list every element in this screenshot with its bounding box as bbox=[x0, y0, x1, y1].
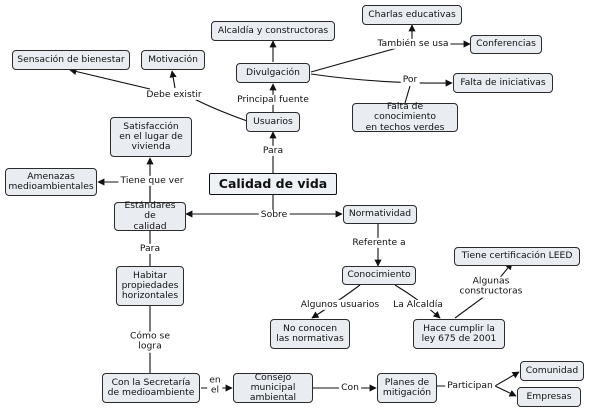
node-normatividad: Normatividad bbox=[343, 205, 417, 224]
link-label-como-se-logra: Cómo se logra bbox=[128, 330, 172, 353]
link-label-por: Por bbox=[400, 73, 420, 86]
node-calidad-de-vida: Calidad de vida bbox=[209, 173, 337, 195]
link-label-principal-fuente: Principal fuente bbox=[235, 93, 311, 106]
node-estandares-de-calidad: Estándares de calidad bbox=[114, 200, 186, 231]
node-no-conocen-normativas: No conocen las normativas bbox=[270, 319, 350, 349]
node-comunidad: Comunidad bbox=[520, 361, 584, 381]
node-conferencias: Conferencias bbox=[470, 35, 542, 54]
node-sensacion-de-bienestar: Sensación de bienestar bbox=[12, 50, 130, 70]
node-alcaldia-y-constructoras: Alcaldía y constructoras bbox=[211, 21, 335, 41]
node-tiene-certificacion-leed: Tiene certificación LEED bbox=[454, 247, 580, 266]
node-usuarios: Usuarios bbox=[246, 112, 300, 132]
node-satisfaccion: Satisfacción en el lugar de vivienda bbox=[110, 117, 192, 157]
node-falta-de-iniciativas: Falta de iniciativas bbox=[453, 73, 553, 93]
link-label-para-habitar: Para bbox=[137, 242, 163, 255]
connector-planes-empresas bbox=[494, 385, 517, 397]
node-falta-de-conocimiento: Falta de conocimiento en techos verdes bbox=[352, 101, 458, 132]
link-label-para-usuarios: Para bbox=[260, 144, 286, 157]
connector-falta-conocimiento-por bbox=[404, 85, 411, 104]
node-hace-cumplir-ley: Hace cumplir la ley 675 de 2001 bbox=[413, 319, 505, 349]
node-habitar-propiedades: Habitar propiedades horizontales bbox=[116, 266, 184, 306]
link-label-algunos-usuarios: Algunos usuarios bbox=[298, 298, 382, 311]
link-label-sobre: Sobre bbox=[258, 208, 290, 221]
connector-debe-existir-motivacion bbox=[169, 70, 177, 89]
link-label-algunas-constructoras: Algunas constructoras bbox=[441, 276, 541, 298]
link-label-con: Con bbox=[339, 381, 361, 394]
node-planes-de-mitigacion: Planes de mitigación bbox=[377, 373, 437, 403]
node-divulgacion: Divulgación bbox=[236, 63, 310, 83]
connector-debe-existir-sensacion bbox=[69, 68, 151, 90]
node-conocimiento: Conocimiento bbox=[342, 266, 416, 285]
node-secretaria-medioambiente: Con la Secretaría de medioambiente bbox=[102, 373, 200, 403]
link-label-en-el: en el bbox=[207, 374, 223, 397]
link-label-la-alcaldia: La Alcaldía bbox=[391, 298, 445, 311]
link-label-referente-a: Referente a bbox=[350, 236, 408, 249]
node-amenazas-medioambientales: Amenazas medioambientales bbox=[5, 168, 97, 196]
node-motivacion: Motivación bbox=[141, 50, 205, 70]
link-label-participan: Participan bbox=[445, 379, 495, 392]
link-label-tiene-que-ver: Tiene que ver bbox=[118, 174, 186, 187]
node-empresas: Empresas bbox=[517, 387, 581, 407]
node-charlas-educativas: Charlas educativas bbox=[362, 5, 462, 25]
link-label-debe-existir: Debe existir bbox=[144, 88, 204, 101]
connector-divulgacion-falta-iniciativas bbox=[310, 73, 453, 87]
node-consejo-municipal: Consejo municipal ambiental bbox=[233, 372, 313, 403]
link-label-tambien-se-usa: También se usa bbox=[375, 37, 451, 50]
